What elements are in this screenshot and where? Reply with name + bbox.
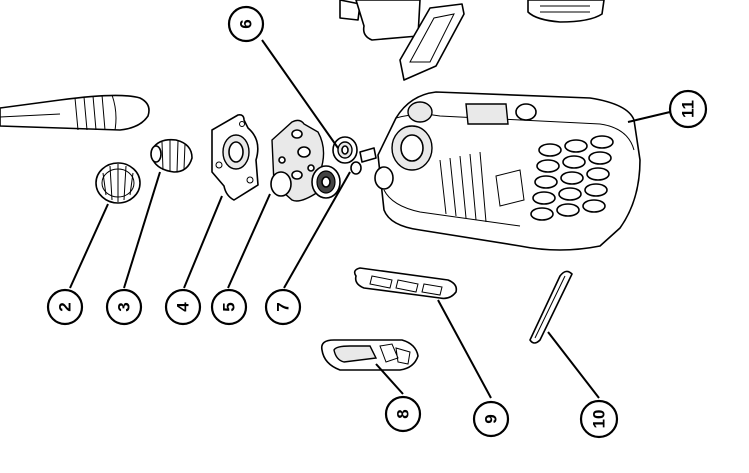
svg-text:10: 10 — [590, 410, 609, 429]
antenna — [0, 94, 150, 131]
part-side-button-membrane — [353, 267, 458, 300]
callout-4: 4 — [164, 288, 202, 326]
svg-text:8: 8 — [394, 409, 413, 418]
svg-text:4: 4 — [174, 302, 193, 312]
svg-text:6: 6 — [237, 19, 256, 28]
part-gasket-plate — [270, 119, 325, 202]
top-accessory-assembly — [339, 0, 605, 81]
callout-3: 3 — [105, 288, 143, 326]
svg-text:11: 11 — [679, 100, 698, 118]
part-side-button-cover — [320, 339, 419, 371]
svg-text:7: 7 — [274, 302, 293, 311]
svg-text:3: 3 — [115, 302, 134, 311]
svg-text:5: 5 — [220, 302, 239, 311]
callout-10: 10 — [579, 399, 619, 439]
callout-8: 8 — [384, 395, 422, 433]
part-radio-housing — [374, 91, 641, 251]
callout-5: 5 — [210, 288, 248, 326]
leader-lines — [69, 39, 671, 399]
part-knob-nut — [311, 136, 358, 199]
callout-2: 2 — [46, 288, 84, 326]
callout-7: 7 — [264, 288, 302, 326]
svg-text:2: 2 — [56, 302, 75, 311]
callout-6: 6 — [227, 5, 265, 43]
part-antenna-knob-large — [95, 162, 141, 204]
keypad-buttons — [530, 135, 614, 221]
callout-11: 11 — [668, 89, 708, 129]
part-antenna-knob-small — [150, 138, 193, 173]
svg-text:9: 9 — [482, 414, 501, 423]
part-side-strip — [529, 270, 573, 344]
part-top-plate — [211, 114, 259, 201]
part-small-fastener — [350, 147, 377, 175]
callout-9: 9 — [472, 400, 510, 438]
